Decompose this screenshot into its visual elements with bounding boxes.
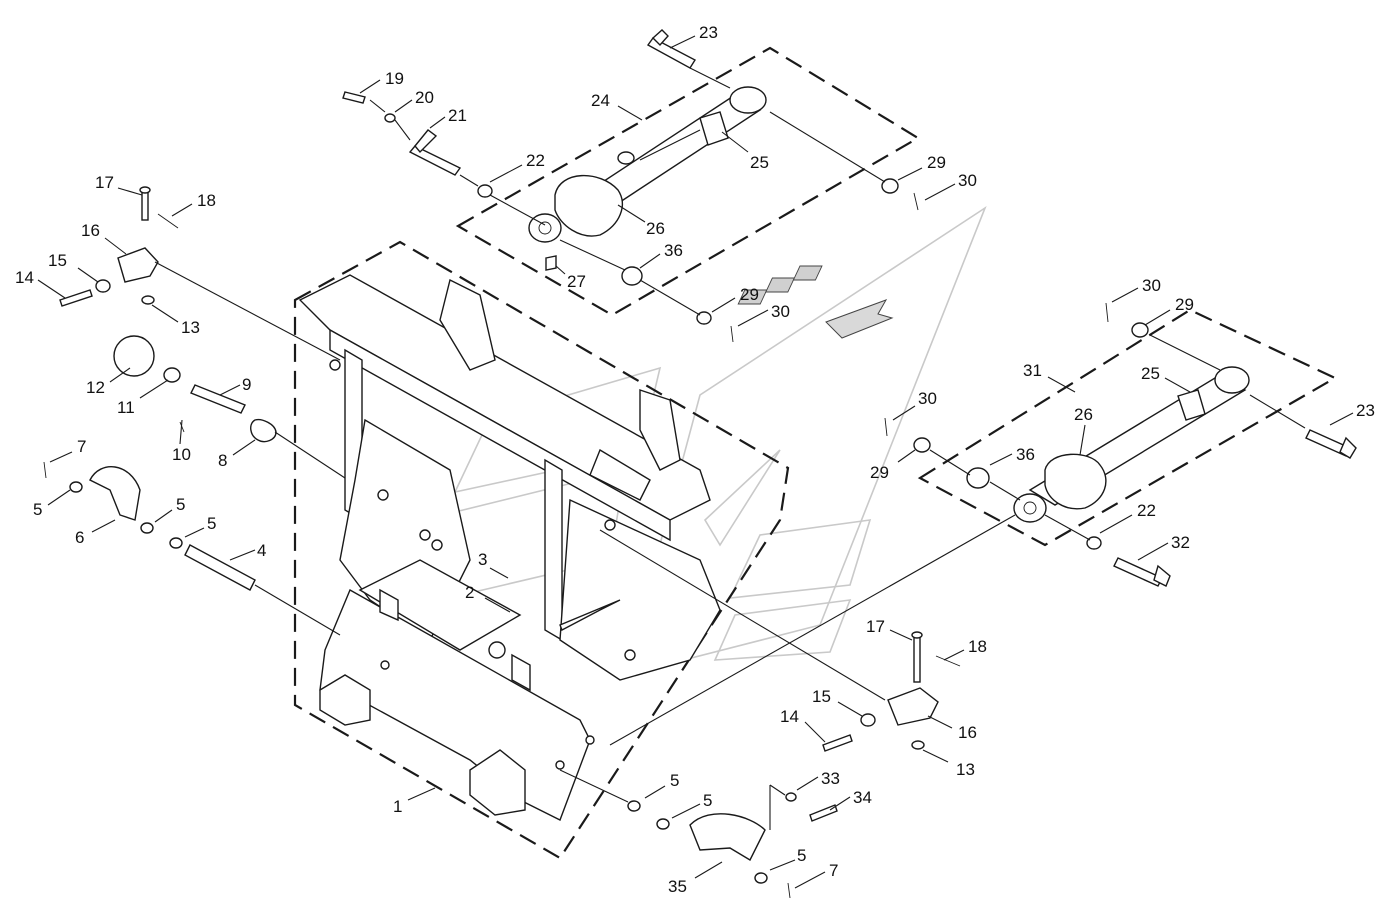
callout-29b: 29 — [740, 285, 759, 304]
callout-30c: 30 — [1142, 276, 1161, 295]
main-frame — [298, 274, 721, 821]
leader-lines — [154, 67, 1306, 830]
callout-5c: 5 — [207, 514, 216, 533]
callout-22b: 22 — [1137, 501, 1156, 520]
callout-1: 1 — [393, 797, 402, 816]
callout-34: 34 — [853, 788, 872, 807]
upper-cylinder-assembly — [342, 29, 919, 343]
callout-18a: 18 — [197, 191, 216, 210]
callout-22a: 22 — [526, 151, 545, 170]
callout-23a: 23 — [699, 23, 718, 42]
callout-labels: 1 2 3 4 5 5 5 5 5 5 6 7 7 8 9 10 11 — [15, 23, 1375, 896]
callout-11: 11 — [117, 398, 135, 417]
callout-7b: 7 — [829, 861, 838, 880]
callout-12: 12 — [86, 378, 105, 397]
callout-36b: 36 — [1016, 445, 1035, 464]
callout-25b: 25 — [1141, 364, 1160, 383]
callout-14b: 14 — [780, 707, 799, 726]
direction-arrow-icon — [737, 265, 894, 339]
callout-5b: 5 — [176, 495, 185, 514]
callout-35: 35 — [668, 877, 687, 896]
callout-18b: 18 — [968, 637, 987, 656]
callout-10: 10 — [172, 445, 191, 464]
callout-13b: 13 — [956, 760, 975, 779]
callout-29d: 29 — [870, 463, 889, 482]
callout-5a: 5 — [33, 500, 42, 519]
assembly-boundaries — [293, 46, 1338, 860]
callout-14a: 14 — [15, 268, 34, 287]
right-lower-hardware — [627, 631, 961, 899]
callout-15b: 15 — [812, 687, 831, 706]
callout-5d: 5 — [670, 771, 679, 790]
callout-8: 8 — [218, 451, 227, 470]
callout-31: 31 — [1023, 361, 1042, 380]
callout-6: 6 — [75, 528, 84, 547]
callout-19: 19 — [385, 69, 404, 88]
callout-2: 2 — [465, 583, 474, 602]
callout-5f: 5 — [797, 846, 806, 865]
callout-24: 24 — [591, 91, 610, 110]
callout-30a: 30 — [958, 171, 977, 190]
callout-17a: 17 — [95, 173, 114, 192]
callout-16b: 16 — [958, 723, 977, 742]
callout-23b: 23 — [1356, 401, 1375, 420]
callout-29c: 29 — [1175, 295, 1194, 314]
callout-9: 9 — [242, 375, 251, 394]
left-hardware — [43, 186, 277, 591]
callout-15a: 15 — [48, 251, 67, 270]
callout-21: 21 — [448, 106, 467, 125]
callout-30d: 30 — [918, 389, 937, 408]
callout-33: 33 — [821, 769, 840, 788]
callout-36a: 36 — [664, 241, 683, 260]
callout-4: 4 — [257, 541, 266, 560]
callout-30b: 30 — [771, 302, 790, 321]
callout-20: 20 — [415, 88, 434, 107]
callout-7a: 7 — [77, 437, 86, 456]
callout-16a: 16 — [81, 221, 100, 240]
callout-3: 3 — [478, 550, 487, 569]
callout-17b: 17 — [866, 617, 885, 636]
callout-26b: 26 — [1074, 405, 1093, 424]
callout-13a: 13 — [181, 318, 200, 337]
callout-25a: 25 — [750, 153, 769, 172]
callout-32: 32 — [1171, 533, 1190, 552]
callout-26a: 26 — [646, 219, 665, 238]
right-cylinder-assembly — [884, 302, 1357, 587]
callout-29a: 29 — [927, 153, 946, 172]
callout-5e: 5 — [703, 791, 712, 810]
callout-27: 27 — [567, 272, 586, 291]
